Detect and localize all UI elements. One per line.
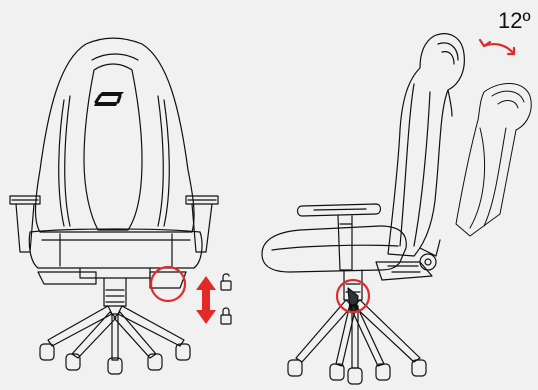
recline-angle-label: 12º [498,10,531,32]
up-down-arrow-icon [196,276,216,324]
side-armrest [298,204,381,270]
front-casters [40,344,190,374]
front-view-chair [10,38,218,374]
side-view-chair [262,34,531,384]
side-casters [288,360,426,384]
curved-double-arrow-icon [480,40,514,54]
front-backrest-panel [84,64,142,230]
reclined-backrest-ghost [456,83,531,236]
front-backrest-outer [36,38,195,232]
brand-logo [94,92,124,106]
front-star-base [48,306,184,360]
lock-icon [221,308,231,324]
front-seat [29,229,202,268]
front-height-lever [150,272,186,288]
unlock-icon [221,274,231,290]
front-left-armrest [10,196,40,252]
